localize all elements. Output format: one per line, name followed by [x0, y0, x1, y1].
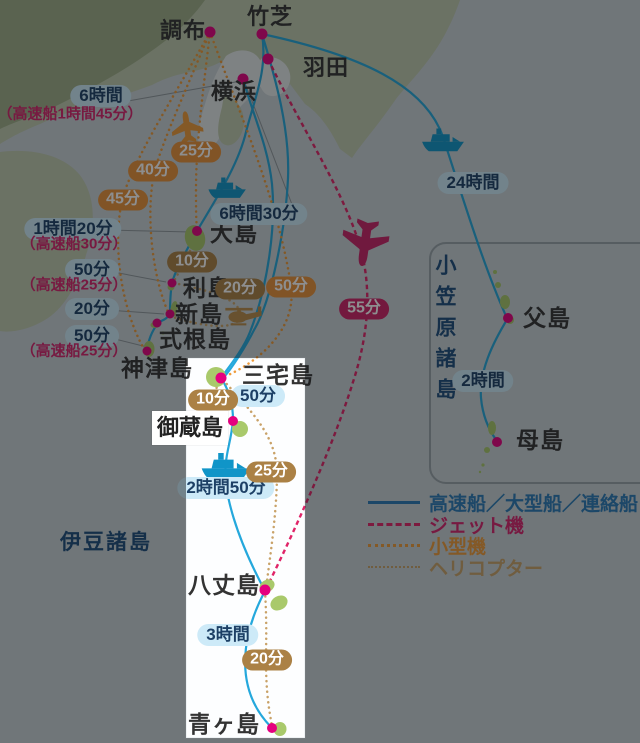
- legend-label-heli: ヘリコプター: [429, 558, 544, 580]
- time-heli-toshima-niijima: 20分: [215, 278, 265, 300]
- time-toshima-ship: 50分: [65, 259, 119, 281]
- place-label-mikurajima: 御蔵島: [152, 411, 228, 445]
- time-heli-oshima-toshima: 10分: [167, 251, 217, 273]
- time-heli-miyake-mikura: 10分: [188, 389, 238, 411]
- place-label-hachijojima: 八丈島: [188, 572, 260, 598]
- time-takeshiba-oshima-ship: 6時間30分: [210, 203, 308, 225]
- legend-label-plane: 小型機: [429, 537, 487, 559]
- time-heli-aogashima: 20分: [242, 649, 292, 671]
- place-label-aogashima: 青ヶ島: [188, 711, 260, 737]
- place-label-shikinejima: 式根島: [159, 326, 231, 352]
- time-plane-oshima: 25分: [171, 141, 221, 163]
- place-label-kozushima: 神津島: [121, 355, 193, 381]
- region-label-ogasawara: 小笠原諸島: [433, 254, 456, 409]
- legend-row-heli: ヘリコプター: [368, 557, 638, 580]
- time-miyake-mikura-ship: 50分: [231, 385, 285, 407]
- place-label-niijima: 新島: [175, 301, 223, 327]
- legend-row-plane: 小型機: [368, 535, 638, 559]
- time-heli-hachijojima: 25分: [246, 461, 296, 483]
- time-hachijo-aogashima-ship: 3時間: [197, 624, 259, 646]
- place-label-chichijima: 父島: [523, 305, 571, 331]
- legend-row-ship: 高速船／大型船／連絡船: [368, 492, 639, 516]
- time-chichi-haha-ship: 2時間: [452, 370, 514, 392]
- region-label-izu: 伊豆諸島: [60, 531, 152, 554]
- place-label-yokohama: 横浜: [211, 79, 258, 104]
- legend-label-jet: ジェット機: [429, 515, 525, 537]
- time-jet-hachijojima: 55分: [339, 298, 389, 320]
- place-label-haneda: 羽田: [303, 55, 350, 80]
- time-shikinejima-ship: 50分: [65, 325, 119, 347]
- time-niijima-ship: 20分: [65, 298, 119, 320]
- time-yokohama-fastship: （高速船1時間45分）: [0, 105, 143, 123]
- place-label-chofu: 調布: [160, 18, 207, 43]
- time-oshima-ship: 1時間20分: [24, 218, 122, 240]
- time-plane-miyakejima: 50分: [266, 276, 316, 298]
- time-ogasawara-ship: 24時間: [437, 172, 509, 194]
- route-jet-line: [264, 58, 369, 590]
- ship-line-swatch: [368, 501, 420, 505]
- place-label-miyakejima: 三宅島: [242, 362, 314, 388]
- mainland: [0, 0, 460, 332]
- place-label-takeshiba: 竹芝: [247, 4, 294, 29]
- time-shikinejima-fastship: （高速船25分）: [20, 342, 128, 360]
- time-oshima-fastship: （高速船30分）: [20, 235, 128, 253]
- legend-label-ship: 高速船／大型船／連絡船: [429, 494, 639, 516]
- place-label-oshima: 大島: [210, 220, 258, 246]
- time-mikura-hachijo-ship: 2時間50分: [177, 477, 275, 499]
- legend-row-jet: ジェット機: [368, 514, 638, 537]
- time-plane-kozushima: 45分: [98, 189, 148, 211]
- time-plane-niijima: 40分: [128, 160, 178, 182]
- ogasawara-frame: [429, 242, 640, 484]
- location-dots: [142, 26, 513, 733]
- heli-line-swatch: [368, 566, 420, 569]
- place-label-hahajima: 母島: [516, 427, 564, 453]
- time-yokohama-ship: 6時間: [70, 85, 132, 107]
- plane-line-swatch: [368, 544, 420, 548]
- time-toshima-fastship: （高速船25分）: [20, 276, 128, 294]
- jet-line-swatch: [368, 522, 420, 526]
- legend: 高速船／大型船／連絡船 ジェット機 小型機 ヘリコプター: [368, 492, 639, 580]
